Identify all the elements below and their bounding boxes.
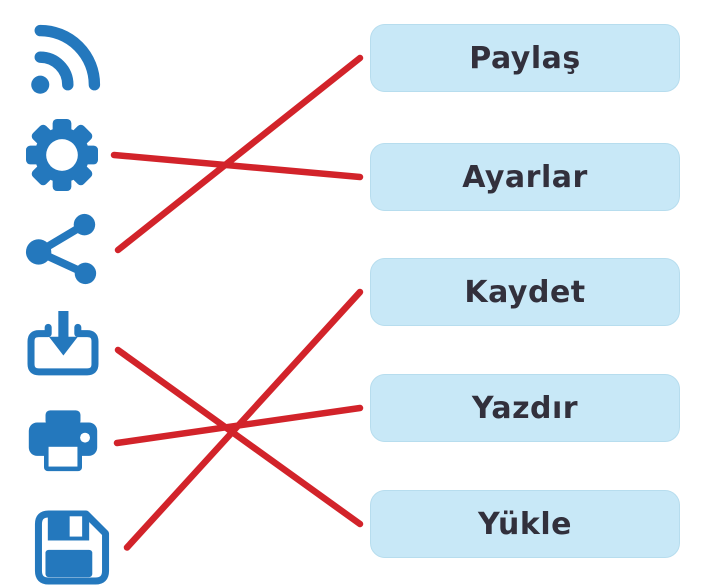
label-ayarlar[interactable]: Ayarlar <box>370 143 680 211</box>
label-yukle-text: Yükle <box>478 506 572 542</box>
label-kaydet[interactable]: Kaydet <box>370 258 680 326</box>
share-icon[interactable] <box>24 209 102 291</box>
label-yukle[interactable]: Yükle <box>370 490 680 558</box>
printer-icon[interactable] <box>25 405 101 481</box>
label-paylas[interactable]: Paylaş <box>370 24 680 92</box>
label-paylas-text: Paylaş <box>469 40 581 76</box>
label-yazdir-text: Yazdır <box>471 390 579 426</box>
wifi-signal-icon[interactable] <box>26 20 102 100</box>
download-icon[interactable] <box>24 311 102 389</box>
settings-gear-icon[interactable] <box>26 117 98 193</box>
label-ayarlar-text: Ayarlar <box>462 159 588 195</box>
label-yazdir[interactable]: Yazdır <box>370 374 680 442</box>
save-floppy-icon[interactable] <box>33 508 111 587</box>
label-kaydet-text: Kaydet <box>464 274 586 310</box>
